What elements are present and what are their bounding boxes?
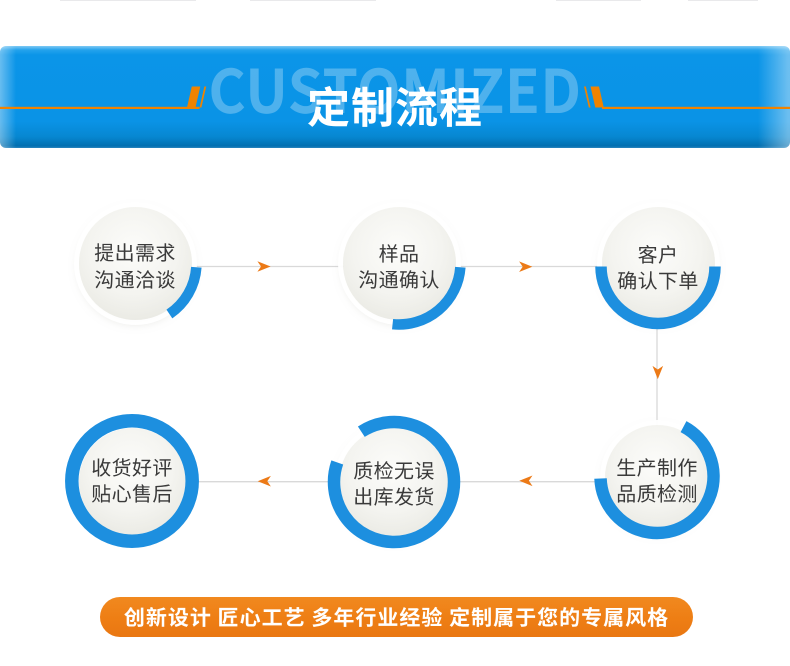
page-title: 定制流程: [307, 74, 483, 136]
top-edge-residue: [0, 0, 790, 2]
step-label-line: 样品: [378, 237, 420, 267]
flow-arrow-icon: [519, 475, 533, 487]
step-label-1: 提出需求沟通洽谈: [0, 237, 530, 293]
step-label-5: 质检无误出库发货: [0, 454, 789, 510]
step-label-line: 质检无误: [353, 454, 435, 484]
footer-slogan-banner: 创新设计 匠心工艺 多年行业经验 定制属于您的专属风格: [100, 596, 693, 637]
step-circle-1: [78, 206, 192, 320]
flow-arrow-icon: [652, 365, 664, 380]
progress-arc: [166, 266, 202, 319]
step-circle-3: [601, 206, 715, 320]
step-label-3: 客户确认下单: [263, 238, 790, 294]
step-circle-5: [339, 427, 449, 537]
title-banner: CUSTOMIZED 定制流程: [0, 46, 790, 148]
residue-dash: [556, 0, 641, 1]
flow-arrow-icon: [519, 261, 533, 272]
flow-arrow-icon: [257, 475, 271, 487]
step-label-6: 收货好评贴心售后: [0, 451, 527, 507]
step-label-line: 收货好评: [91, 451, 173, 481]
residue-dash: [60, 0, 196, 1]
progress-arc: [392, 266, 466, 330]
flow-arrow-icon: [257, 261, 271, 272]
step-label-line: 生产制作: [616, 451, 698, 481]
progress-arc: [594, 421, 720, 540]
banner-watermark-text: CUSTOMIZED: [208, 44, 582, 131]
step-circle-6: [78, 427, 186, 535]
step-circle-4: [604, 424, 710, 530]
banner-decoration: [0, 86, 790, 109]
step-label-line: 出库发货: [353, 481, 435, 510]
residue-dash: [250, 0, 376, 1]
step-label-2: 样品沟通确认: [4, 237, 790, 293]
step-label-line: 提出需求: [94, 237, 176, 266]
step-label-4: 生产制作品质检测: [262, 451, 790, 507]
step-label-line: 客户: [637, 238, 679, 268]
step-label-line: 品质检测: [616, 478, 698, 507]
step-label-line: 沟通洽谈: [94, 263, 176, 293]
step-circle-2: [342, 206, 456, 320]
progress-ring: [65, 414, 199, 548]
progress-arc: [595, 266, 721, 330]
step-label-line: 贴心售后: [91, 478, 173, 507]
step-label-line: 确认下单: [617, 265, 699, 294]
progress-arc: [327, 415, 461, 549]
banner-right-slash-icon: [584, 86, 790, 109]
banner-left-slash-icon: [0, 86, 207, 109]
step-label-line: 沟通确认: [358, 264, 440, 293]
footer-slogan-text: 创新设计 匠心工艺 多年行业经验 定制属于您的专属风格: [123, 601, 670, 632]
residue-dash: [688, 0, 758, 1]
